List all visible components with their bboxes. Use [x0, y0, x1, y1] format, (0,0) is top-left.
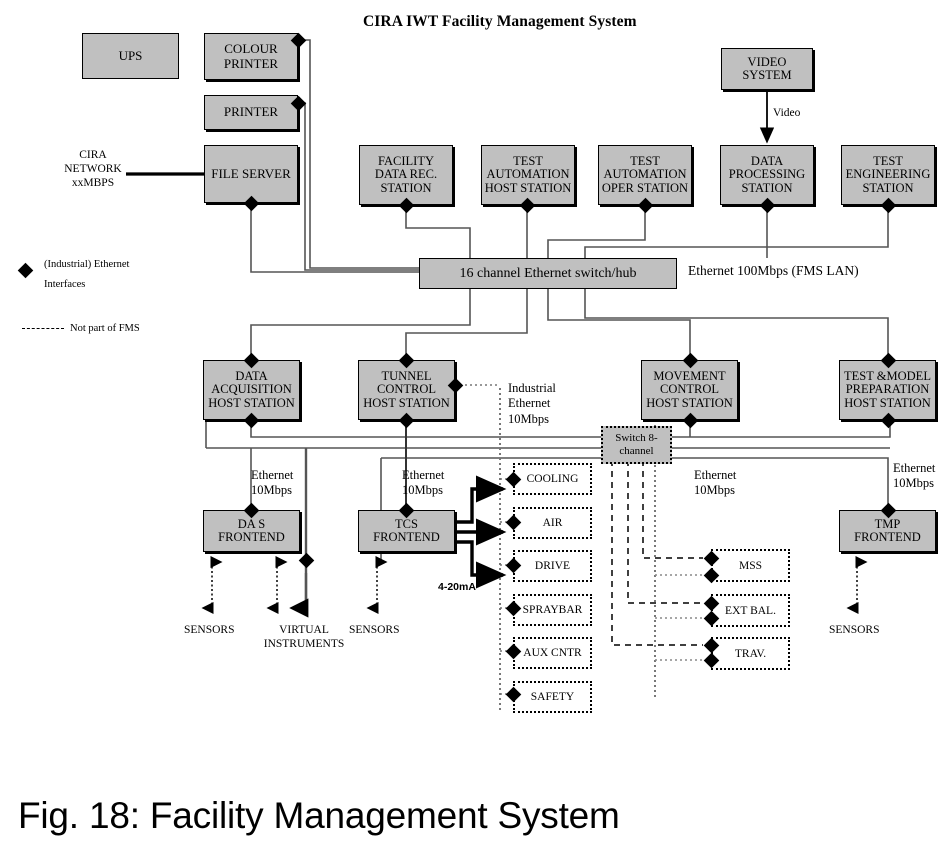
legend-diamond-icon [17, 262, 34, 279]
label-sensors-das: SENSORS [184, 624, 235, 636]
label-sensors-tmp: SENSORS [829, 624, 880, 636]
node-test-automation-oper-station-label: TEST AUTOMATION OPER STATION [601, 153, 689, 195]
label-ethernet-tmp: Ethernet 10Mbps [893, 461, 936, 491]
subsystem-label: COOLING [526, 473, 579, 485]
subsystem-box-spraybar[interactable]: SPRAYBAR [513, 593, 592, 626]
subsystem-label: AUX CNTR [523, 647, 582, 659]
node-printer[interactable]: PRINTER [204, 95, 298, 130]
node-colour-printer-label: COLOUR PRINTER [223, 41, 279, 71]
node-video-system-label: VIDEO SYSTEM [742, 54, 792, 82]
node-data-processing-station[interactable]: DATA PROCESSING STATION [720, 145, 814, 205]
node-tcs-frontend-label: TCS FRONTEND [373, 516, 440, 544]
node-tmp-frontend-label: TMP FRONTEND [854, 516, 921, 544]
node-das-frontend[interactable]: DA S FRONTEND [203, 510, 300, 552]
node-test-automation-host-station[interactable]: TEST AUTOMATION HOST STATION [481, 145, 575, 205]
node-movement-control-host-station-label: MOVEMENT CONTROL HOST STATION [646, 368, 733, 410]
movement-subsystem-box-mss[interactable]: MSS [711, 549, 790, 582]
label-virtual-instruments: VIRTUAL INSTRUMENTS [263, 624, 345, 651]
node-video-system[interactable]: VIDEO SYSTEM [721, 48, 813, 90]
movement-subsystem-label: TRAV. [734, 647, 767, 660]
node-tunnel-control-host-station-label: TUNNEL CONTROL HOST STATION [363, 368, 450, 410]
legend-diamond-label-line1: (Industrial) Ethernet [44, 259, 130, 270]
label-ethernet-das: Ethernet 10Mbps [251, 468, 294, 498]
subsystem-label: DRIVE [534, 560, 571, 572]
node-colour-printer[interactable]: COLOUR PRINTER [204, 33, 298, 80]
label-fms-lan: Ethernet 100Mbps (FMS LAN) [688, 263, 859, 278]
ethernet-interface-diamond-icon [298, 552, 314, 568]
subsystem-label: AIR [542, 516, 563, 529]
figure-caption: Fig. 18: Facility Management System [18, 795, 620, 836]
node-ethernet-switch-hub-label: 16 channel Ethernet switch/hub [459, 265, 637, 281]
subsystem-box-safety[interactable]: SAFETY [513, 680, 592, 713]
legend-dashed-icon [22, 328, 64, 329]
node-test-engineering-station-label: TEST ENGINEERING STATION [845, 153, 931, 195]
subsystem-label: SPRAYBAR [522, 603, 583, 616]
label-ethernet-tcs: Ethernet 10Mbps [402, 468, 445, 498]
figure-title: CIRA IWT Facility Management System [363, 13, 637, 30]
subsystem-box-cooling[interactable]: COOLING [513, 463, 592, 495]
node-movement-control-host-station[interactable]: MOVEMENT CONTROL HOST STATION [641, 360, 738, 420]
label-sensors-tcs: SENSORS [349, 624, 400, 636]
node-ethernet-switch-hub[interactable]: 16 channel Ethernet switch/hub [419, 258, 677, 289]
node-facility-data-rec-station[interactable]: FACILITY DATA REC. STATION [359, 145, 453, 205]
node-printer-label: PRINTER [223, 104, 279, 120]
movement-subsystem-label: MSS [738, 559, 763, 572]
node-data-acquisition-host-station-label: DATA ACQUISITION HOST STATION [208, 368, 295, 410]
label-ethernet-movement: Ethernet 10Mbps [694, 468, 737, 498]
label-industrial-ethernet: Industrial Ethernet 10Mbps [508, 381, 556, 426]
label-cira-network: CIRA NETWORK xxMBPS [64, 149, 122, 190]
subsystem-box-aux-cntr[interactable]: AUX CNTR [513, 637, 592, 669]
node-test-model-prep-host-station-label: TEST &MODEL PREPARATION HOST STATION [844, 368, 931, 410]
subsystem-label: SAFETY [530, 690, 575, 703]
node-data-processing-station-label: DATA PROCESSING STATION [728, 153, 806, 195]
node-test-automation-host-station-label: TEST AUTOMATION HOST STATION [484, 153, 572, 195]
node-switch-8channel-label: Switch 8-channel [615, 432, 658, 457]
movement-subsystem-label: EXT BAL. [725, 604, 776, 617]
node-das-frontend-label: DA S FRONTEND [218, 516, 285, 544]
legend-diamond-label-line2: Interfaces [44, 279, 86, 290]
node-data-acquisition-host-station[interactable]: DATA ACQUISITION HOST STATION [203, 360, 300, 420]
node-file-server[interactable]: FILE SERVER [204, 145, 298, 203]
node-ups[interactable]: UPS [82, 33, 179, 79]
node-tunnel-control-host-station[interactable]: TUNNEL CONTROL HOST STATION [358, 360, 455, 420]
node-switch-8channel[interactable]: Switch 8-channel [601, 426, 672, 464]
node-test-engineering-station[interactable]: TEST ENGINEERING STATION [841, 145, 935, 205]
node-facility-data-rec-station-label: FACILITY DATA REC. STATION [374, 153, 438, 195]
node-ups-label: UPS [118, 47, 143, 63]
subsystem-box-air[interactable]: AIR [513, 506, 592, 539]
label-4-20ma: 4-20mA [438, 581, 476, 593]
legend-dashed-label: Not part of FMS [70, 323, 140, 334]
node-test-automation-oper-station[interactable]: TEST AUTOMATION OPER STATION [598, 145, 692, 205]
node-file-server-label: FILE SERVER [211, 165, 291, 181]
subsystem-box-drive[interactable]: DRIVE [513, 550, 592, 582]
movement-subsystem-box-trav[interactable]: TRAV. [711, 637, 790, 670]
movement-subsystem-box-ext-bal[interactable]: EXT BAL. [711, 594, 790, 627]
node-test-model-prep-host-station[interactable]: TEST &MODEL PREPARATION HOST STATION [839, 360, 936, 420]
label-video-link: Video [773, 107, 801, 119]
